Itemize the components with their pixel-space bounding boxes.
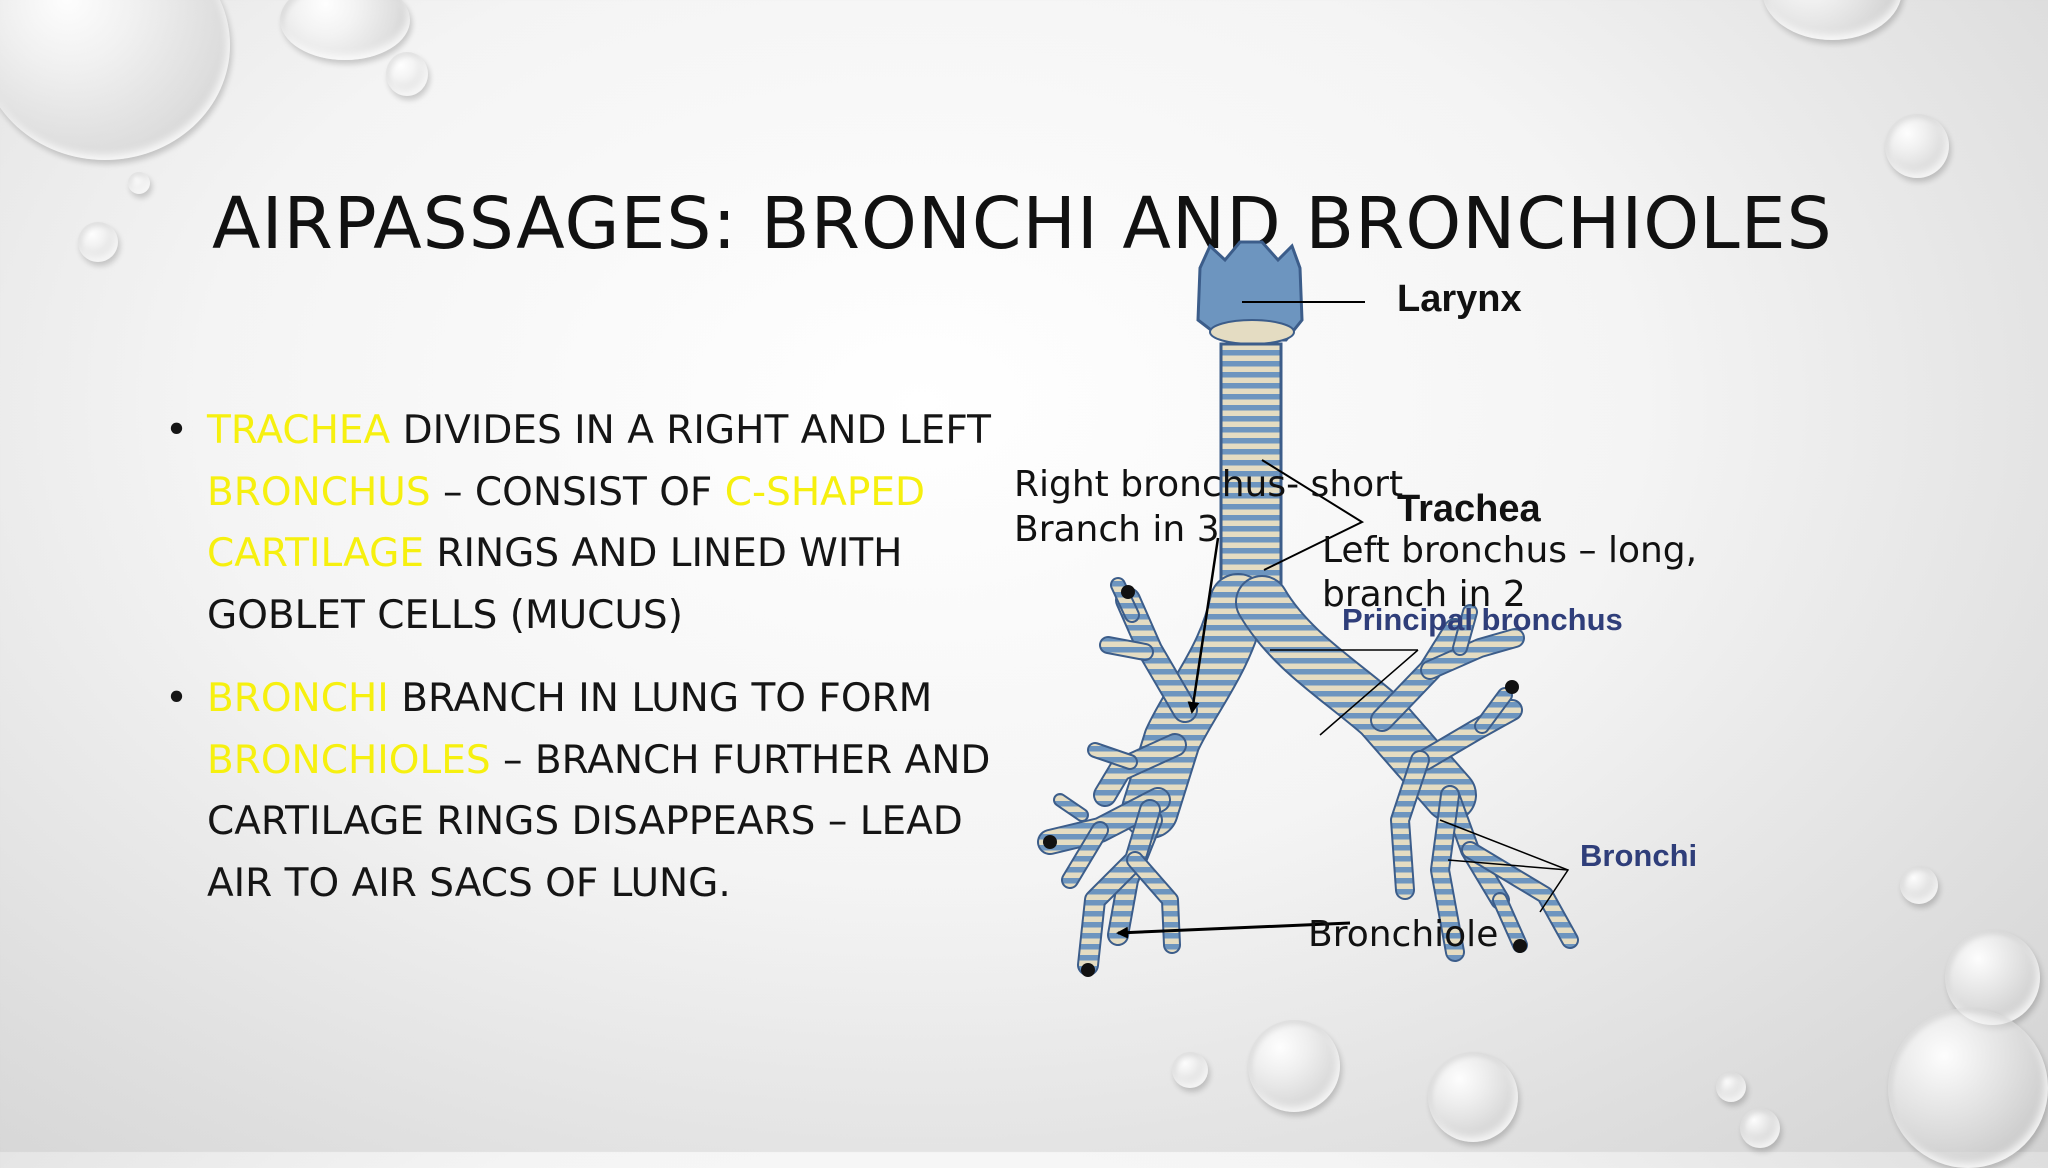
- label-left-bronchus-line1: Left bronchus – long,: [1322, 530, 1698, 571]
- water-drop-decoration: [1172, 1052, 1208, 1088]
- water-drop-decoration: [1900, 866, 1938, 904]
- bronchiole-tip: [1513, 939, 1527, 953]
- highlighted-term: bronchioles: [207, 737, 491, 783]
- bronchiole-arrow: [1116, 921, 1351, 939]
- trachea-tube: [1219, 342, 1283, 610]
- label-bronchi: Bronchi: [1580, 838, 1698, 873]
- water-drop-decoration: [1716, 1072, 1746, 1102]
- highlighted-term: Trachea: [207, 408, 391, 453]
- bullet-text: rings and lined with goblet cells (mucus…: [207, 531, 903, 638]
- water-drop-decoration: [128, 172, 150, 194]
- water-drop-decoration: [1740, 1108, 1780, 1148]
- bronchiole-tip: [1121, 585, 1135, 599]
- principal-bronchus-pointer: [1319, 649, 1419, 736]
- right-bronchus-arrow: [1187, 537, 1220, 714]
- left-bronchiole: [1476, 689, 1511, 732]
- label-trachea: Trachea: [1397, 488, 1541, 530]
- slide-title: AIRPASSAGES: BRONCHI AND BRONCHIOLES: [212, 182, 1833, 265]
- water-drop-decoration: [78, 222, 118, 262]
- water-drop-decoration: [1762, 0, 1902, 40]
- cricoid-cartilage: [1209, 319, 1295, 345]
- highlighted-term: Bronchi: [207, 676, 389, 721]
- water-drop-decoration: [386, 52, 428, 96]
- bullet-text: – branch further and cartilage rings dis…: [207, 737, 991, 906]
- airway-diagram: Larynx Trachea Principal bronchus Bronch…: [1000, 240, 1750, 1020]
- trachea-leader-line: [1261, 459, 1365, 571]
- label-bronchiole: Bronchiole: [1308, 914, 1499, 955]
- label-right-bronchus-line2: Branch in 3: [1014, 509, 1220, 550]
- bronchiole-tip: [1043, 835, 1057, 849]
- left-lower-lobe-bronchus: [1432, 787, 1463, 960]
- left-bronchiole: [1454, 606, 1476, 654]
- right-middle-lobe-bronchus: [1095, 735, 1185, 805]
- left-principal-bronchus: [1237, 577, 1475, 820]
- bullet-item: • Bronchi branch in lung to form bronchio…: [165, 668, 1015, 914]
- left-bronchiole: [1422, 630, 1523, 678]
- right-bronchiole: [1063, 823, 1107, 887]
- label-principal-bronchus: Principal bronchus: [1342, 602, 1623, 637]
- right-bronchiole: [1112, 579, 1138, 621]
- label-left-bronchus-line2: branch in 2: [1322, 574, 1526, 615]
- water-drop-decoration: [1248, 1020, 1340, 1112]
- right-lower-lobe-bronchus: [1079, 801, 1159, 974]
- left-upper-lobe-bronchus: [1416, 701, 1521, 769]
- water-drop-decoration: [1888, 1008, 2048, 1168]
- water-drop-decoration: [1885, 114, 1949, 178]
- bronchiole-tip: [1081, 963, 1095, 977]
- water-drop-decoration: [1428, 1052, 1518, 1142]
- left-bronchiole: [1494, 894, 1526, 951]
- right-bronchiole: [1101, 638, 1152, 659]
- label-larynx: Larynx: [1397, 278, 1522, 320]
- bullet-marker: •: [165, 408, 189, 453]
- bullet-list: • Trachea divides in a right and left bro…: [165, 400, 1015, 936]
- left-upper-lobe-bronchus: [1372, 620, 1465, 730]
- highlighted-term: C-shaped cartilage: [207, 469, 926, 577]
- bullet-text: divides in a right and left: [390, 408, 991, 453]
- left-bronchiole: [1463, 843, 1577, 947]
- bullet-item: • Trachea divides in a right and left bro…: [165, 400, 1015, 646]
- label-right-bronchus-line1: Right bronchus- short: [1014, 464, 1404, 505]
- right-bronchiole: [1089, 744, 1136, 768]
- bullet-text: – consist of: [430, 469, 725, 515]
- right-bronchiole: [1055, 795, 1087, 820]
- bronchiole-tip: [1505, 680, 1519, 694]
- bronchi-leader-line: [1447, 859, 1569, 871]
- bronchial-tree-illustration: [1037, 240, 1579, 977]
- water-drop-decoration: [280, 0, 410, 60]
- bullet-marker: •: [165, 676, 189, 721]
- left-lower-lobe-bronchus: [1392, 752, 1428, 898]
- bullet-text: branch in lung to form: [388, 676, 933, 721]
- highlighted-term: bronchus: [207, 469, 431, 515]
- water-drop-decoration: [0, 0, 230, 160]
